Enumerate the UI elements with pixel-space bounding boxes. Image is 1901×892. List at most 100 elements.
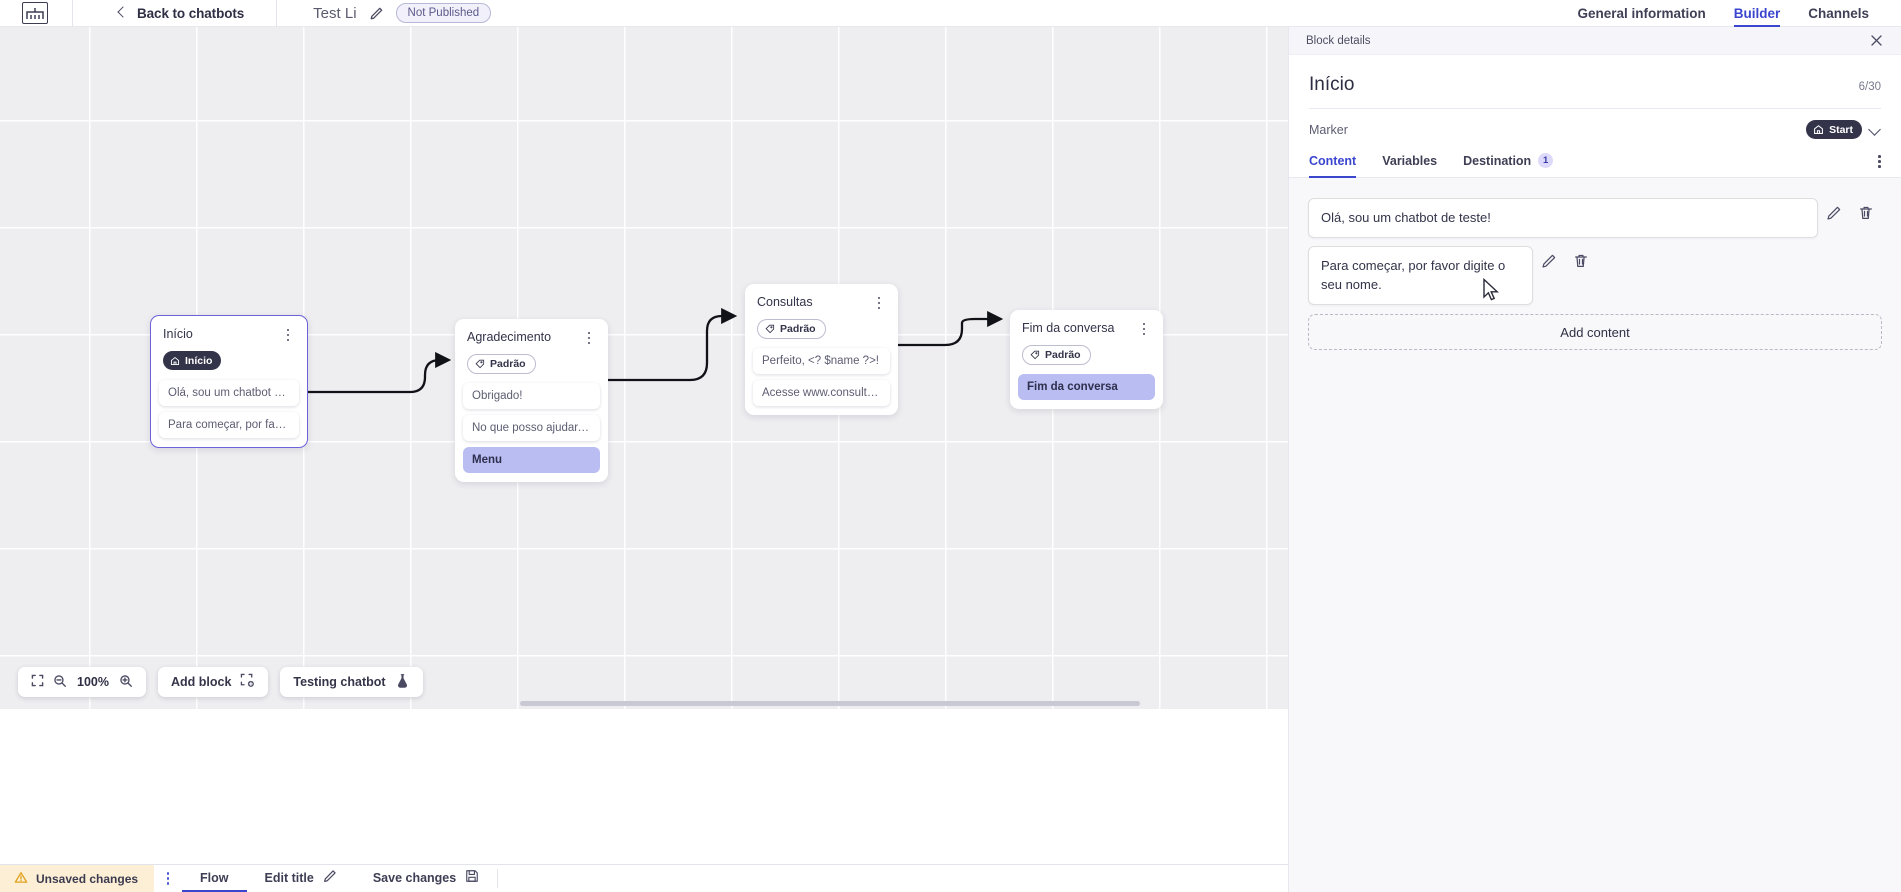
content-text[interactable]: Olá, sou um chatbot de teste! xyxy=(1308,198,1818,239)
block-kebab-menu-icon[interactable] xyxy=(872,295,886,311)
status-badge: Not Published xyxy=(395,3,492,23)
block-tag-row: Padrão xyxy=(1010,337,1163,374)
bottombar-kebab-menu-icon[interactable] xyxy=(154,865,182,892)
fit-screen-icon[interactable] xyxy=(31,674,44,690)
marker-value-badge[interactable]: Start xyxy=(1806,120,1862,139)
panel-title-row: Início 6/30 xyxy=(1289,55,1901,96)
block-kebab-menu-icon[interactable] xyxy=(582,330,596,346)
canvas-toolbar: 100% Add block Testing xyxy=(18,667,423,697)
char-counter: 6/30 xyxy=(1858,81,1881,93)
edit-title-button[interactable]: Edit title xyxy=(247,865,355,892)
tab-content[interactable]: Content xyxy=(1309,154,1357,178)
block-header: Consultas xyxy=(745,284,898,311)
content-row-actions xyxy=(1818,198,1882,221)
block-row-item[interactable]: Acesse www.consultas.com par... xyxy=(753,380,890,406)
add-block-button[interactable]: Add block xyxy=(158,667,269,697)
content-text[interactable]: Para começar, por favor digite o seu nom… xyxy=(1308,246,1533,306)
save-disk-icon xyxy=(465,869,479,886)
topbar-divider-2 xyxy=(276,0,278,27)
block-row-item[interactable]: Fim da conversa xyxy=(1018,374,1155,400)
block-tag-default[interactable]: Padrão xyxy=(467,354,536,374)
block-tag-row: Padrão xyxy=(455,346,608,383)
block-rows: Obrigado! No que posso ajudar, <? $name … xyxy=(455,383,608,482)
flow-canvas[interactable]: Início Início Olá, sou um chatbot de tes… xyxy=(0,27,1288,709)
block-row-item[interactable]: No que posso ajudar, <? $name ... xyxy=(463,415,600,441)
tab-destination[interactable]: Destination 1 xyxy=(1463,153,1554,178)
flow-block-agradecimento[interactable]: Agradecimento Padrão Obrigado! No que po… xyxy=(455,319,608,482)
flow-block-fim-da-conversa[interactable]: Fim da conversa Padrão Fim da conversa xyxy=(1010,310,1163,409)
block-row-item-menu[interactable]: Menu xyxy=(463,447,600,473)
add-block-icon xyxy=(240,673,255,691)
pencil-icon xyxy=(323,869,337,886)
topbar-divider-1 xyxy=(72,0,73,27)
bottom-tab-flow[interactable]: Flow xyxy=(182,865,247,892)
bot-title-group: Test Li Not Published xyxy=(313,3,492,23)
bottombar-divider xyxy=(497,869,499,888)
flow-block-inicio[interactable]: Início Início Olá, sou um chatbot de tes… xyxy=(150,315,308,448)
panel-overflow-kebab-menu-icon[interactable] xyxy=(1878,155,1881,177)
pencil-icon[interactable] xyxy=(369,6,384,21)
tab-content-label: Content xyxy=(1309,154,1357,168)
back-to-chatbots-button[interactable]: Back to chatbots xyxy=(117,6,244,21)
chevron-left-icon xyxy=(117,8,127,18)
block-kebab-menu-icon[interactable] xyxy=(1137,321,1151,337)
horizontal-scrollbar[interactable] xyxy=(520,701,1140,706)
marker-control[interactable]: Start xyxy=(1806,120,1881,139)
block-tag-start[interactable]: Início xyxy=(163,351,222,370)
tab-variables[interactable]: Variables xyxy=(1382,154,1437,178)
zoom-in-icon[interactable] xyxy=(119,674,133,691)
tab-builder[interactable]: Builder xyxy=(1733,7,1781,27)
warning-triangle-icon xyxy=(14,871,28,887)
tag-icon xyxy=(765,324,775,334)
marker-value-label: Start xyxy=(1829,123,1853,136)
bot-title: Test Li xyxy=(313,4,357,22)
block-tag-default[interactable]: Padrão xyxy=(757,319,826,339)
bottom-bar: Unsaved changes Flow Edit title Save cha… xyxy=(0,864,1288,892)
tag-icon xyxy=(475,359,485,369)
block-title: Fim da conversa xyxy=(1022,321,1115,335)
block-row-item[interactable]: Olá, sou um chatbot de teste! xyxy=(159,379,299,406)
block-row-item[interactable]: Obrigado! xyxy=(463,383,600,409)
block-row-item[interactable]: Para começar, por favor digite o ... xyxy=(159,411,299,438)
block-rows: Olá, sou um chatbot de teste! Para começ… xyxy=(151,379,307,447)
content-row: Olá, sou um chatbot de teste! xyxy=(1308,198,1882,239)
block-rows: Fim da conversa xyxy=(1010,374,1163,409)
block-header: Fim da conversa xyxy=(1010,310,1163,337)
chevron-down-icon[interactable] xyxy=(1869,124,1881,136)
block-row-item[interactable]: Perfeito, <? $name ?>! xyxy=(753,348,890,374)
panel-divider xyxy=(1309,108,1881,109)
testing-chatbot-button[interactable]: Testing chatbot xyxy=(280,667,423,697)
tag-icon xyxy=(1030,350,1040,360)
zoom-out-icon[interactable] xyxy=(53,674,67,691)
block-kebab-menu-icon[interactable] xyxy=(281,327,295,343)
block-tag-label: Padrão xyxy=(490,358,526,370)
save-changes-button[interactable]: Save changes xyxy=(355,865,497,892)
page-title: Início xyxy=(1309,74,1355,95)
tab-variables-label: Variables xyxy=(1382,154,1438,168)
chatbot-logo-icon[interactable] xyxy=(22,2,48,24)
pencil-icon[interactable] xyxy=(1533,253,1565,269)
block-header: Início xyxy=(151,316,307,343)
panel-tabs: Content Variables Destination 1 xyxy=(1289,139,1901,178)
zoom-level: 100% xyxy=(77,675,109,689)
panel-header-title: Block details xyxy=(1306,34,1371,47)
tab-general-information[interactable]: General information xyxy=(1577,6,1706,21)
edit-title-label: Edit title xyxy=(264,870,314,885)
testing-chatbot-label: Testing chatbot xyxy=(293,675,386,689)
top-nav: General information Builder Channels xyxy=(1577,0,1901,27)
marker-label: Marker xyxy=(1309,122,1348,137)
trash-icon[interactable] xyxy=(1565,253,1597,269)
unsaved-changes-indicator: Unsaved changes xyxy=(0,865,155,892)
block-tag-label: Início xyxy=(185,354,213,367)
tab-channels[interactable]: Channels xyxy=(1808,6,1869,21)
zoom-controls[interactable]: 100% xyxy=(18,667,146,697)
pencil-icon[interactable] xyxy=(1818,205,1850,221)
flow-block-consultas[interactable]: Consultas Padrão Perfeito, <? $name ?>! … xyxy=(745,284,898,415)
panel-body: Olá, sou um chatbot de teste! xyxy=(1289,178,1901,892)
add-content-button[interactable]: Add content xyxy=(1308,314,1882,351)
trash-icon[interactable] xyxy=(1850,205,1882,221)
block-title: Agradecimento xyxy=(467,330,552,344)
close-icon[interactable] xyxy=(1869,33,1885,49)
block-tag-default[interactable]: Padrão xyxy=(1022,345,1091,365)
block-tag-label: Padrão xyxy=(1045,349,1081,361)
